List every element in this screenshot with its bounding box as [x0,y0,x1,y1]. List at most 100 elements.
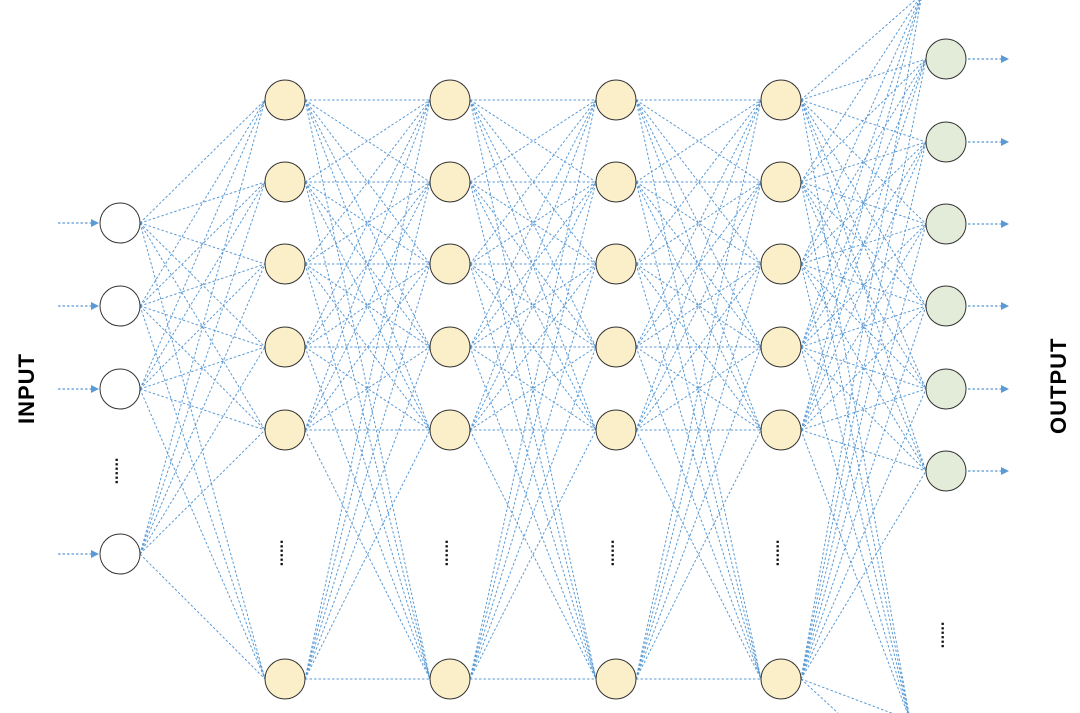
connection-edge [800,0,922,680]
connection-edge [800,99,910,713]
output-node [925,121,967,163]
connection-edge [469,181,597,431]
connection-edge [800,346,927,390]
hidden-node-l1 [264,658,306,700]
connection-edge [304,99,431,680]
connection-edge [469,429,597,680]
connection-edge [635,99,762,183]
connection-edge [304,429,431,680]
connection-edge [139,181,266,555]
output-node [925,38,967,80]
connection-edge [800,263,927,307]
connection-edge [304,99,431,265]
input-node [99,202,141,244]
connection-edge [635,99,762,348]
connection-edge [469,99,597,680]
hidden-node-l2 [429,409,471,451]
hidden-node-l3 [595,326,637,368]
connection-edge [800,305,927,431]
connection-edge [304,181,431,431]
connection-edge [800,141,927,680]
connection-edge [800,0,916,101]
connection-edge [800,181,927,225]
connection-edge [800,0,921,431]
connection-edge [139,99,266,307]
connection-edge [800,181,927,307]
output-node [925,285,967,327]
connection-edge [800,223,927,680]
connection-edge [635,429,762,680]
connection-edge [139,181,266,390]
connection-edge [139,222,266,680]
connection-edge [635,99,762,265]
output-label: OUTPUT [1046,337,1071,434]
connection-edge [800,0,921,348]
input-label: INPUT [14,353,39,424]
connection-edge [635,181,762,431]
connection-edge [469,346,597,680]
connection-edges [139,0,927,713]
connection-edge [139,305,266,348]
connection-edge [635,263,762,431]
connection-edge [304,429,431,680]
connection-edge [139,429,266,555]
connection-edge [800,0,919,183]
hidden-node-l4 [760,161,802,203]
connection-edge [469,99,597,265]
hidden-ellipsis-l1: ...... [277,540,294,567]
hidden-node-l1 [264,326,306,368]
hidden-node-l2 [429,161,471,203]
connection-edge [635,181,762,431]
connection-edge [800,263,909,713]
connection-edge [800,181,927,472]
hidden-node-l2 [429,79,471,121]
io-arrows [58,55,1009,558]
hidden-node-l1 [264,243,306,285]
hidden-node-l1 [264,161,306,203]
connection-edge [139,346,266,390]
connection-edge [800,429,908,713]
connection-edge [304,346,431,680]
connection-edge [139,222,266,348]
connection-edge [304,99,431,183]
connection-edge [304,181,431,265]
connection-edge [139,222,266,265]
connection-edge [800,141,927,183]
connection-edge [139,99,266,555]
connection-edge [304,99,431,348]
connection-edge [469,99,597,431]
connection-edge [800,58,927,680]
connection-edge [635,429,762,680]
connection-edge [469,263,597,680]
connection-edge [469,99,597,265]
hidden-node-l4 [760,326,802,368]
hidden-node-l4 [760,409,802,451]
connection-edge [304,99,431,265]
hidden-node-l3 [595,409,637,451]
connection-edge [800,388,927,431]
connection-edge [304,99,431,680]
connection-edge [635,99,762,348]
connection-edge [304,99,431,183]
hidden-node-l3 [595,161,637,203]
connection-edge [304,181,431,265]
connection-edge [800,388,927,680]
hidden-node-l3 [595,79,637,121]
hidden-node-l1 [264,79,306,121]
connection-edge [139,553,266,680]
connection-edge [635,99,762,265]
connection-edge [800,181,910,713]
hidden-node-l2 [429,326,471,368]
hidden-ellipsis-l4: ...... [773,540,790,567]
connection-edge [800,263,927,472]
output-node [925,450,967,492]
connection-edge [139,388,266,431]
connection-edge [304,181,431,431]
hidden-node-l4 [760,243,802,285]
hidden-node-l2 [429,658,471,700]
connection-edge [139,99,266,224]
hidden-node-l3 [595,658,637,700]
connection-edge [635,263,762,680]
connection-edge [304,263,431,680]
